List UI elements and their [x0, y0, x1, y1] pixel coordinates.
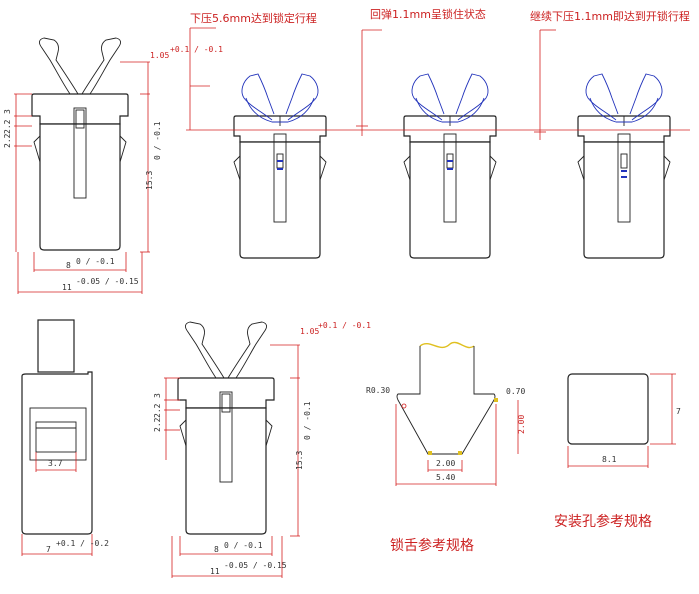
dim-side-22a: 2.2 [3, 119, 12, 134]
dim-side-22b-2: 2.2 [153, 417, 162, 432]
caption-hole: 安装孔参考规格 [554, 513, 652, 530]
dim-width-7-tol: +0.1 / -0.2 [56, 539, 109, 548]
front-view-open [31, 37, 129, 251]
dim-width-outer-2: 11 [210, 567, 220, 576]
dim-tongue-h: 2.00 [517, 415, 526, 434]
dim-top-gap-2: 1.05 [300, 327, 319, 336]
dim-width-outer-tol-2: -0.05 / -0.15 [224, 561, 287, 570]
dims-view1: 1.05 +0.1 / -0.1 15.3 0 / -0.1 8 0 / -0.… [3, 45, 223, 294]
dim-top-gap-tol-2: +0.1 / -0.1 [318, 321, 371, 330]
caption-tongue: 锁舌参考规格 [390, 537, 474, 554]
dim-height-tol-2: 0 / -0.1 [303, 401, 312, 440]
front-view-unlock [577, 73, 671, 259]
tongue-spec: 5.40 2.00 2.00 0.70 R0.30 [366, 341, 526, 486]
dim-tongue-width: 5.40 [436, 473, 455, 482]
dim-side-3: 3 [3, 109, 12, 114]
note-step3: 继续下压1.1mm即达到开锁行程 [530, 9, 690, 23]
step-leaders [186, 27, 690, 140]
dim-hole-h: 7 [676, 407, 681, 416]
note-step1: 下压5.6mm达到锁定行程 [190, 11, 317, 25]
front-view-locking [233, 73, 327, 259]
dim-tongue-r: R0.30 [366, 386, 390, 395]
dim-side-22b: 2.2 [3, 133, 12, 148]
side-view: 3.7 7 +0.1 / -0.2 [21, 319, 109, 556]
dim-width-outer-tol: -0.05 / -0.15 [76, 277, 139, 286]
dim-width-inner: 8 [66, 261, 71, 270]
dim-side-3-2: 3 [153, 393, 162, 398]
dim-side-22a-2: 2.2 [153, 403, 162, 418]
dim-tongue-base: 2.00 [436, 459, 455, 468]
dim-top-gap-tol: +0.1 / -0.1 [170, 45, 223, 54]
dim-width-outer: 11 [62, 283, 72, 292]
dim-width-inner-tol-2: 0 / -0.1 [224, 541, 263, 550]
mounting-hole: 8.1 7 [567, 373, 681, 468]
dim-tongue-070: 0.70 [506, 387, 525, 396]
dim-width-inner-tol: 0 / -0.1 [76, 257, 115, 266]
dim-width-inner-2: 8 [214, 545, 219, 554]
dim-slot: 3.7 [48, 459, 63, 468]
dim-height-2: 15.3 [295, 451, 304, 470]
dim-hole-w: 8.1 [602, 455, 617, 464]
dim-height-tol: 0 / -0.1 [153, 121, 162, 160]
dim-width-7: 7 [46, 545, 51, 554]
dim-top-gap: 1.05 [150, 51, 169, 60]
dim-height: 15.3 [145, 171, 154, 190]
front-view-locked [403, 73, 497, 259]
dims-view5: 1.05 +0.1 / -0.1 15.3 0 / -0.1 8 0 / -0.… [153, 321, 371, 578]
front-view-open-2 [177, 321, 275, 535]
note-step2: 回弹1.1mm呈锁住状态 [370, 7, 486, 21]
